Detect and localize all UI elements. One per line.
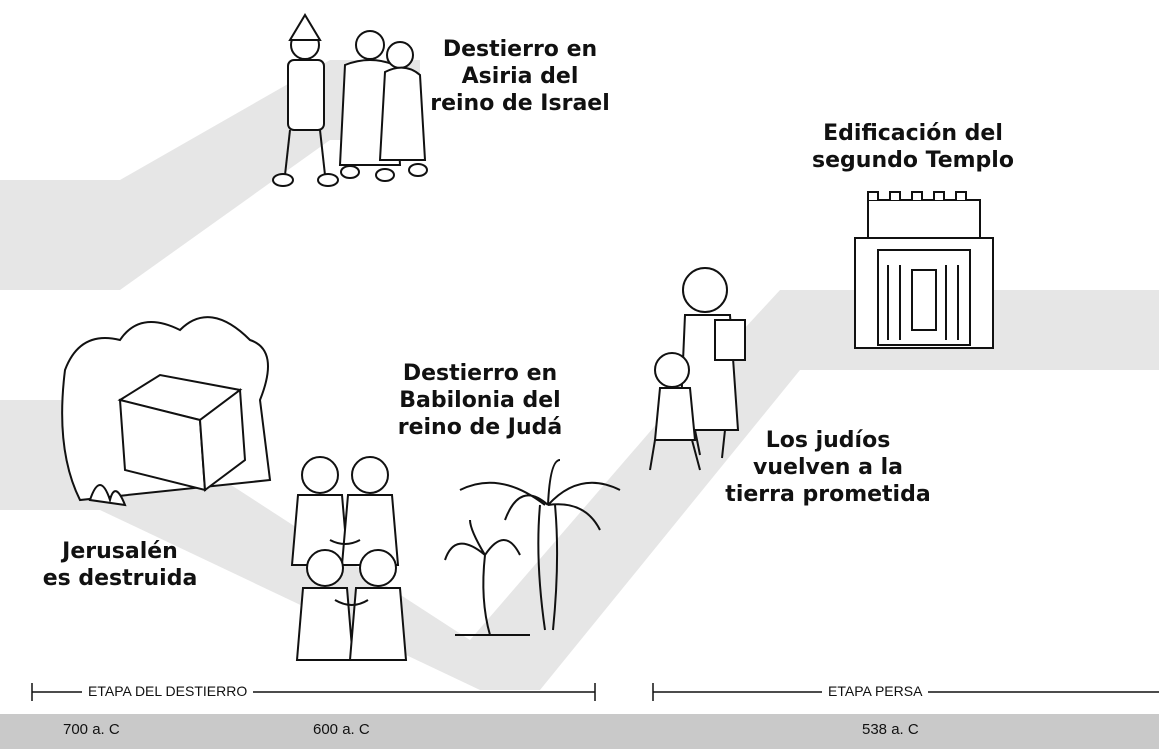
event-return: Los judíos vuelven a la tierra prometida <box>718 427 938 508</box>
date-538: 538 a. C <box>862 721 919 738</box>
assyria-captives-illustration <box>272 13 428 187</box>
babylon-captives-illustration <box>290 456 408 661</box>
burning-jerusalem-illustration <box>61 316 272 507</box>
timeline-road-lower <box>0 290 1159 690</box>
era-persian-label: ETAPA PERSA <box>822 683 929 699</box>
event-assyria-exile: Destierro en Asiria del reino de Israel <box>420 36 620 117</box>
return-people-illustration <box>649 267 746 471</box>
event-temple-line1: Edificación del <box>823 121 1003 146</box>
event-return-line1: Los judíos <box>765 428 891 453</box>
event-jerusalem-destroyed: Jerusalén es destruida <box>30 538 210 592</box>
palm-trees-illustration <box>444 459 621 636</box>
event-assyria-line3: reino de Israel <box>430 91 610 116</box>
date-600: 600 a. C <box>313 721 370 738</box>
event-jerusalem-line2: es destruida <box>42 566 198 591</box>
event-assyria-line2: Asiria del <box>461 64 579 89</box>
event-babylon-line1: Destierro en <box>402 361 558 386</box>
date-700: 700 a. C <box>63 721 120 738</box>
second-temple-illustration <box>854 191 994 349</box>
event-return-line2: vuelven a la <box>753 455 903 480</box>
event-jerusalem-line1: Jerusalén <box>62 539 178 564</box>
era-exile-label: ETAPA DEL DESTIERRO <box>82 683 254 699</box>
event-babylon-exile: Destierro en Babilonia del reino de Judá <box>380 360 580 441</box>
event-babylon-line2: Babilonia del <box>399 388 561 413</box>
event-return-line3: tierra prometida <box>725 482 931 507</box>
event-second-temple: Edificación del segundo Templo <box>808 120 1018 174</box>
event-babylon-line3: reino de Judá <box>397 415 563 440</box>
event-temple-line2: segundo Templo <box>812 148 1014 173</box>
date-bar <box>0 714 1159 749</box>
event-assyria-line1: Destierro en <box>442 37 598 62</box>
